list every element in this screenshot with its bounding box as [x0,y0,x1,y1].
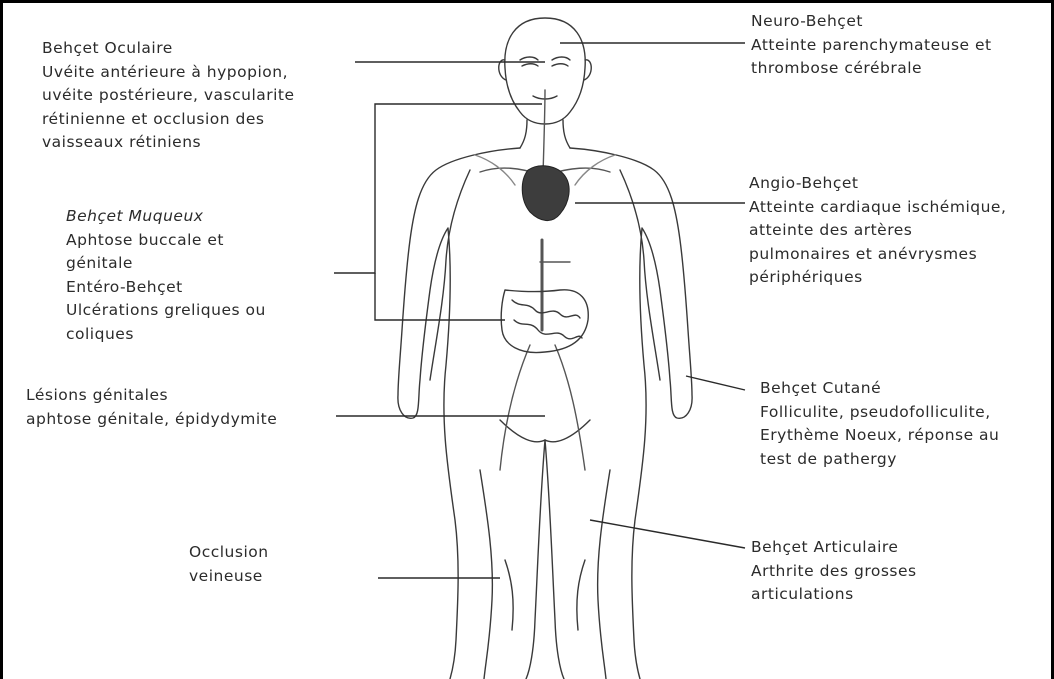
label-line: aphtose génitale, épidydymite [26,408,277,432]
label-title: Lésions génitales [26,384,277,408]
label-line: coliques [66,323,266,347]
label-line: articulations [751,583,917,607]
pointer-cutane [686,376,745,390]
heart-drawing [522,166,569,221]
label-title: Angio-Behçet [749,172,1006,196]
label-line: Occlusion [189,541,269,565]
label-line: Uvéite antérieure à hypopion, [42,61,295,85]
label-behcet-muqueux: Behçet Muqueux Aphtose buccale et génita… [66,205,266,347]
label-line: pulmonaires et anévrysmes [749,243,1006,267]
label-line: uvéite postérieure, vascularite [42,84,295,108]
label-line: Erythème Noeux, réponse au [760,424,999,448]
label-line: rétinienne et occlusion des [42,108,295,132]
label-behcet-cutane: Behçet Cutané Folliculite, pseudofollicu… [760,377,999,471]
body-outline [398,148,520,679]
label-behcet-oculaire: Behçet Oculaire Uvéite antérieure à hypo… [42,37,295,155]
label-lesions-genitales: Lésions génitales aphtose génitale, épid… [26,384,277,431]
label-title: Behçet Articulaire [751,536,917,560]
pointer-muqueux [334,104,542,273]
pointer-articulaire [590,520,745,548]
label-line: test de pathergy [760,448,999,472]
label-line: Aphtose buccale et [66,229,266,253]
label-line: Arthrite des grosses [751,560,917,584]
label-line: atteinte des artères [749,219,1006,243]
label-line: Ulcérations greliques ou [66,299,266,323]
label-line: Entéro-Behçet [66,276,266,300]
label-title: Behçet Cutané [760,377,999,401]
label-title: Behçet Muqueux [66,205,266,229]
label-title: Neuro-Behçet [751,10,992,34]
label-line: génitale [66,252,266,276]
label-neuro-behcet: Neuro-Behçet Atteinte parenchymateuse et… [751,10,992,81]
label-line: Atteinte parenchymateuse et [751,34,992,58]
label-title: Behçet Oculaire [42,37,295,61]
label-angio-behcet: Angio-Behçet Atteinte cardiaque ischémiq… [749,172,1006,290]
label-behcet-articulaire: Behçet Articulaire Arthrite des grosses … [751,536,917,607]
label-line: veineuse [189,565,269,589]
label-line: vaisseaux rétiniens [42,131,295,155]
label-line: thrombose cérébrale [751,57,992,81]
label-line: Atteinte cardiaque ischémique, [749,196,1006,220]
label-line: Folliculite, pseudofolliculite, [760,401,999,425]
label-line: périphériques [749,266,1006,290]
label-occlusion-veineuse: Occlusion veineuse [189,541,269,588]
